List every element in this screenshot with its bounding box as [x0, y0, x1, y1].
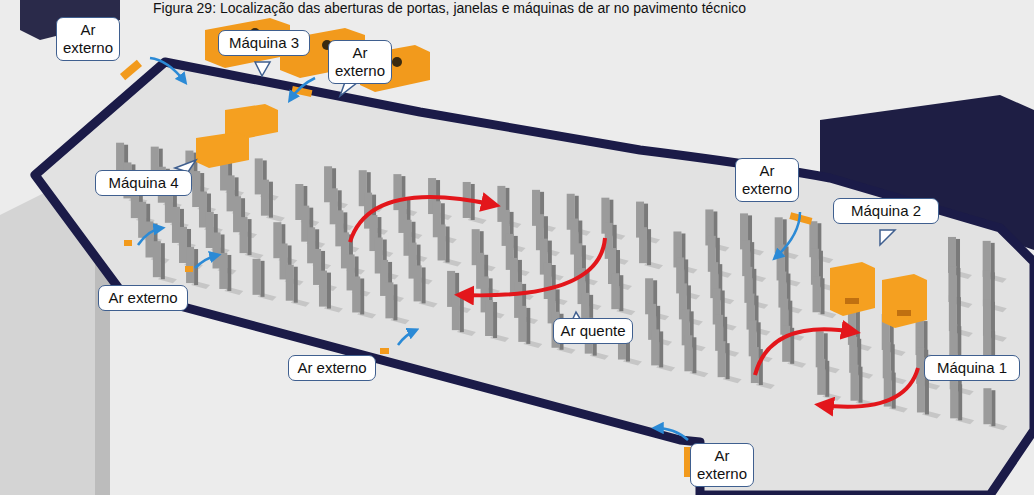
column: [851, 365, 859, 401]
column-side: [726, 343, 730, 379]
column-side: [446, 226, 450, 262]
callout-box: Ar quente: [553, 318, 633, 344]
callout-text: Ar externo: [334, 44, 386, 80]
column: [352, 276, 360, 312]
callout-text: Máquina 1: [930, 359, 1014, 377]
column-side: [958, 384, 962, 420]
callout-box: Máquina 3: [218, 30, 310, 56]
column-side: [825, 361, 829, 397]
column-side: [647, 229, 651, 265]
column-side: [393, 284, 397, 320]
column: [452, 294, 460, 330]
column: [253, 259, 261, 295]
callout-tails: [175, 62, 940, 373]
column-side: [925, 378, 929, 414]
columns: [116, 143, 1007, 431]
callout-box: Máquina 4: [95, 170, 192, 196]
column-side: [493, 302, 497, 338]
callout-text: Ar externo: [62, 21, 114, 57]
column-side: [859, 367, 863, 403]
column: [718, 341, 726, 377]
column: [186, 247, 194, 283]
callout-box: Ar externo: [328, 40, 392, 84]
outside-air-arrows: [138, 58, 800, 440]
column: [782, 326, 790, 362]
callout-text: Ar externo: [696, 447, 748, 483]
callout-text: Máquina 2: [839, 202, 933, 220]
callout-box: Ar externo: [288, 355, 376, 381]
column: [385, 282, 393, 318]
column-side: [161, 243, 165, 279]
column-side: [227, 255, 231, 291]
callout-box: Ar externo: [56, 17, 120, 61]
column: [319, 271, 327, 307]
callout-text: Máquina 3: [224, 34, 304, 52]
column: [651, 329, 659, 365]
callout-box: Máquina 1: [924, 355, 1020, 381]
column: [219, 253, 227, 289]
column-side: [327, 273, 331, 309]
column-side: [460, 296, 464, 332]
column: [261, 180, 269, 216]
callout-box: Ar externo: [98, 285, 188, 311]
column: [286, 265, 294, 301]
column: [138, 202, 146, 238]
column: [153, 241, 161, 277]
column: [917, 376, 925, 412]
column-side: [294, 267, 298, 303]
callout-text: Máquina 4: [101, 174, 186, 192]
column-side: [526, 308, 530, 344]
column-side: [248, 219, 252, 255]
column: [684, 335, 692, 371]
column: [611, 273, 619, 309]
column: [639, 227, 647, 263]
column-side: [692, 337, 696, 373]
openings: [120, 60, 812, 477]
column-side: [619, 275, 623, 311]
column-side: [269, 182, 273, 218]
column: [485, 300, 493, 336]
callout-box: Máquina 2: [833, 198, 939, 224]
callout-text: Ar externo: [741, 162, 793, 198]
callout-text: Ar quente: [559, 322, 627, 340]
floor-outline: [35, 62, 1034, 495]
column: [983, 388, 991, 424]
callout-text: Ar externo: [104, 289, 182, 307]
column: [438, 224, 446, 260]
column-side: [422, 267, 426, 303]
callout-box: Ar externo: [735, 158, 799, 202]
column: [817, 359, 825, 395]
column: [518, 306, 526, 342]
callout-text: Ar externo: [294, 359, 370, 377]
column-side: [360, 278, 364, 314]
interior-machines: [196, 104, 927, 328]
column: [813, 276, 821, 312]
column-side: [892, 373, 896, 409]
column: [950, 382, 958, 418]
figure-title: Figura 29: Localização das aberturas de …: [150, 0, 749, 16]
column: [240, 217, 248, 253]
column: [414, 265, 422, 301]
column-side: [991, 390, 995, 426]
column: [172, 207, 180, 243]
column-side: [821, 278, 825, 314]
column: [146, 221, 154, 257]
warm-air-arrows: [350, 197, 918, 407]
column-side: [659, 331, 663, 367]
callout-box: Ar externo: [690, 443, 754, 487]
column: [179, 227, 187, 263]
column-side: [261, 261, 265, 297]
